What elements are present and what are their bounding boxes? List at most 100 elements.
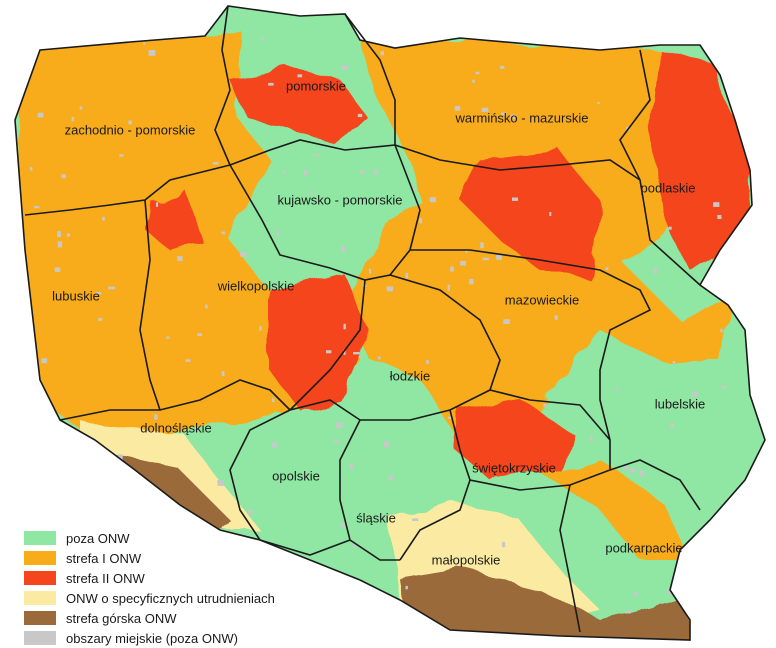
zone-strefa-2	[460, 150, 600, 280]
zone-strefa-2	[230, 70, 370, 140]
border-segment	[229, 409, 291, 541]
label-podkarpackie: podkarpackie	[605, 540, 683, 556]
urban-area-speck	[502, 541, 506, 548]
urban-area-speck	[633, 592, 638, 597]
urban-area-speck	[417, 614, 424, 620]
urban-area-speck	[380, 51, 384, 56]
urban-area-speck	[499, 65, 505, 69]
legend-swatch	[24, 531, 56, 545]
legend-label: obszary miejskie (poza ONW)	[66, 630, 238, 646]
urban-area-speck	[460, 261, 466, 266]
urban-area-speck	[696, 536, 703, 541]
urban-area-speck	[419, 218, 423, 224]
urban-area-speck	[496, 254, 502, 260]
urban-area-speck	[589, 435, 593, 441]
urban-area-speck	[66, 233, 70, 237]
urban-area-speck	[472, 79, 475, 83]
urban-area-speck	[128, 120, 132, 125]
urban-area-speck	[625, 610, 631, 614]
border-segment	[394, 144, 641, 181]
legend-item: strefa II ONW	[24, 568, 324, 588]
urban-area-speck	[102, 216, 105, 221]
zone-strefa-2	[650, 50, 750, 270]
urban-area-speck	[117, 27, 124, 34]
zone-strefa-2	[145, 190, 200, 250]
legend-label: strefa górska ONW	[66, 610, 177, 626]
urban-area-speck	[691, 391, 698, 397]
zone-strefa-1	[340, 38, 740, 560]
urban-area-speck	[272, 442, 277, 448]
legend-label: strefa I ONW	[66, 550, 142, 566]
urban-area-speck	[554, 315, 558, 320]
urban-area-speck	[475, 71, 480, 75]
urban-area-speck	[388, 475, 394, 481]
urban-area-speck	[57, 241, 63, 248]
border-segment	[259, 539, 351, 556]
urban-area-speck	[20, 312, 25, 315]
urban-area-speck	[353, 543, 358, 548]
urban-area-speck	[156, 202, 159, 207]
urban-area-speck	[510, 114, 516, 119]
zone-strefa-2	[270, 270, 370, 410]
urban-area-speck	[412, 518, 419, 521]
urban-area-speck	[469, 278, 474, 285]
label-lodzkie: łodzkie	[389, 368, 431, 384]
urban-area-speck	[424, 34, 429, 38]
urban-area-speck	[261, 36, 264, 42]
border-segment	[59, 379, 291, 421]
urban-area-speck	[450, 266, 454, 272]
urban-area-speck	[717, 215, 722, 219]
border-segment	[489, 389, 611, 441]
urban-area-speck	[605, 267, 609, 271]
urban-area-speck	[534, 28, 537, 33]
urban-area-speck	[639, 470, 645, 477]
legend-item: obszary miejskie (poza ONW)	[24, 628, 324, 648]
urban-area-speck	[108, 286, 115, 290]
legend-label: ONW o specyficznych utrudnieniach	[66, 590, 275, 606]
urban-area-speck	[667, 588, 672, 595]
urban-area-speck	[672, 361, 676, 364]
border-segment	[139, 199, 161, 411]
urban-area-speck	[335, 422, 343, 428]
urban-area-speck	[629, 468, 636, 473]
urban-area-speck	[670, 423, 674, 429]
urban-area-speck	[713, 21, 718, 25]
urban-area-speck	[297, 74, 303, 78]
urban-area-speck	[722, 385, 726, 389]
urban-area-speck	[240, 251, 247, 257]
zone-strefa-2	[455, 400, 570, 480]
border-segment	[339, 419, 400, 561]
label-mazowieckie: mazowieckie	[504, 292, 580, 308]
urban-area-speck	[51, 492, 59, 495]
urban-area-speck	[405, 272, 409, 279]
urban-area-speck	[720, 328, 723, 333]
urban-area-speck	[597, 102, 600, 104]
country-border	[14, 5, 766, 641]
border-segment	[24, 164, 231, 216]
label-podlaskie: podlaskie	[640, 180, 696, 196]
label-lubelskie: lubelskie	[654, 396, 706, 412]
urban-area-speck	[221, 231, 226, 235]
urban-area-speck	[369, 268, 371, 274]
label-dolnoslaskie: dolnośląskie	[140, 420, 212, 436]
border-segment	[619, 49, 701, 286]
urban-area-speck	[221, 371, 225, 376]
urban-area-speck	[326, 350, 332, 354]
border-segment	[609, 459, 701, 511]
urban-area-speck	[512, 197, 518, 201]
urban-area-speck	[480, 242, 484, 249]
urban-area-speck	[447, 284, 450, 291]
urban-area-speck	[653, 268, 658, 274]
legend-swatch	[24, 631, 56, 645]
urban-area-speck	[98, 317, 103, 321]
urban-area-speck	[271, 398, 275, 403]
legend-swatch	[24, 611, 56, 625]
urban-area-speck	[197, 333, 202, 337]
label-warminsko-mazurskie: warmińsko - mazurskie	[455, 110, 589, 126]
urban-area-speck	[119, 154, 124, 157]
urban-area-speck	[465, 250, 468, 254]
urban-area-speck	[29, 167, 33, 171]
urban-area-speck	[143, 42, 146, 45]
urban-area-speck	[668, 226, 672, 230]
urban-area-speck	[340, 246, 346, 252]
